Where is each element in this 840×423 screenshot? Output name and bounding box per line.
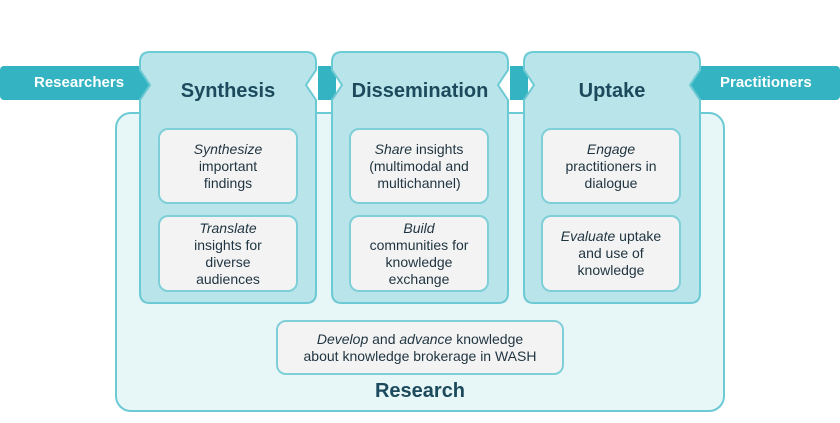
dissemination-title: Dissemination <box>351 80 489 102</box>
build-card: Build communities for knowledge exchange <box>349 215 489 292</box>
connector-dissemination-uptake <box>510 66 528 100</box>
card-emphasis: Translate <box>199 219 257 236</box>
card-emphasis: Develop <box>316 330 369 347</box>
card-emphasis-rest: uptake <box>615 228 662 244</box>
practitioners-label: Practitioners <box>720 74 812 91</box>
researchers-flow-bar <box>0 66 160 100</box>
card-line: about knowledge brokerage in WASH <box>303 347 537 364</box>
connector-synthesis-dissemination <box>318 66 336 100</box>
card-line: insights for <box>194 236 262 253</box>
uptake-title: Uptake <box>578 80 646 102</box>
synthesize-card: Synthesize important findings <box>158 128 298 204</box>
card-emphasis: Share <box>374 140 412 157</box>
card-line: communities for <box>369 236 469 253</box>
card-line: (multimodal and <box>369 157 469 174</box>
card-emphasis: advance <box>399 330 453 347</box>
research-title: Research <box>374 380 466 402</box>
card-line: audiences <box>196 270 260 287</box>
card-line: diverse <box>205 253 251 270</box>
card-line: dialogue <box>584 174 638 191</box>
synthesis-title: Synthesis <box>180 80 276 102</box>
card-line: important <box>198 157 258 174</box>
engage-card: Engage practitioners in dialogue <box>541 128 681 204</box>
card-line: findings <box>203 174 253 191</box>
share-card: Share insights (multimodal and multichan… <box>349 128 489 204</box>
practitioners-flow-bar <box>680 66 840 100</box>
card-emphasis: Synthesize <box>193 140 263 157</box>
card-emphasis: Evaluate <box>560 228 616 244</box>
develop-advance-card: Develop and advance knowledge about know… <box>276 320 564 375</box>
card-line: and use of <box>578 245 644 261</box>
card-line: multichannel) <box>377 174 461 191</box>
evaluate-card: Evaluate uptake and use of knowledge <box>541 215 681 292</box>
card-emphasis: Build <box>403 219 435 236</box>
card-emphasis: Engage <box>586 140 636 157</box>
card-line: exchange <box>388 270 450 287</box>
translate-card: Translate insights for diverse audiences <box>158 215 298 292</box>
card-line: practitioners in <box>565 157 657 174</box>
card-line: knowledge <box>385 253 453 270</box>
card-emphasis-rest: insights <box>412 140 464 157</box>
researchers-label: Researchers <box>34 74 125 91</box>
card-line: knowledge <box>577 262 645 278</box>
card-text: and <box>368 330 400 347</box>
card-text: knowledge <box>452 330 524 347</box>
